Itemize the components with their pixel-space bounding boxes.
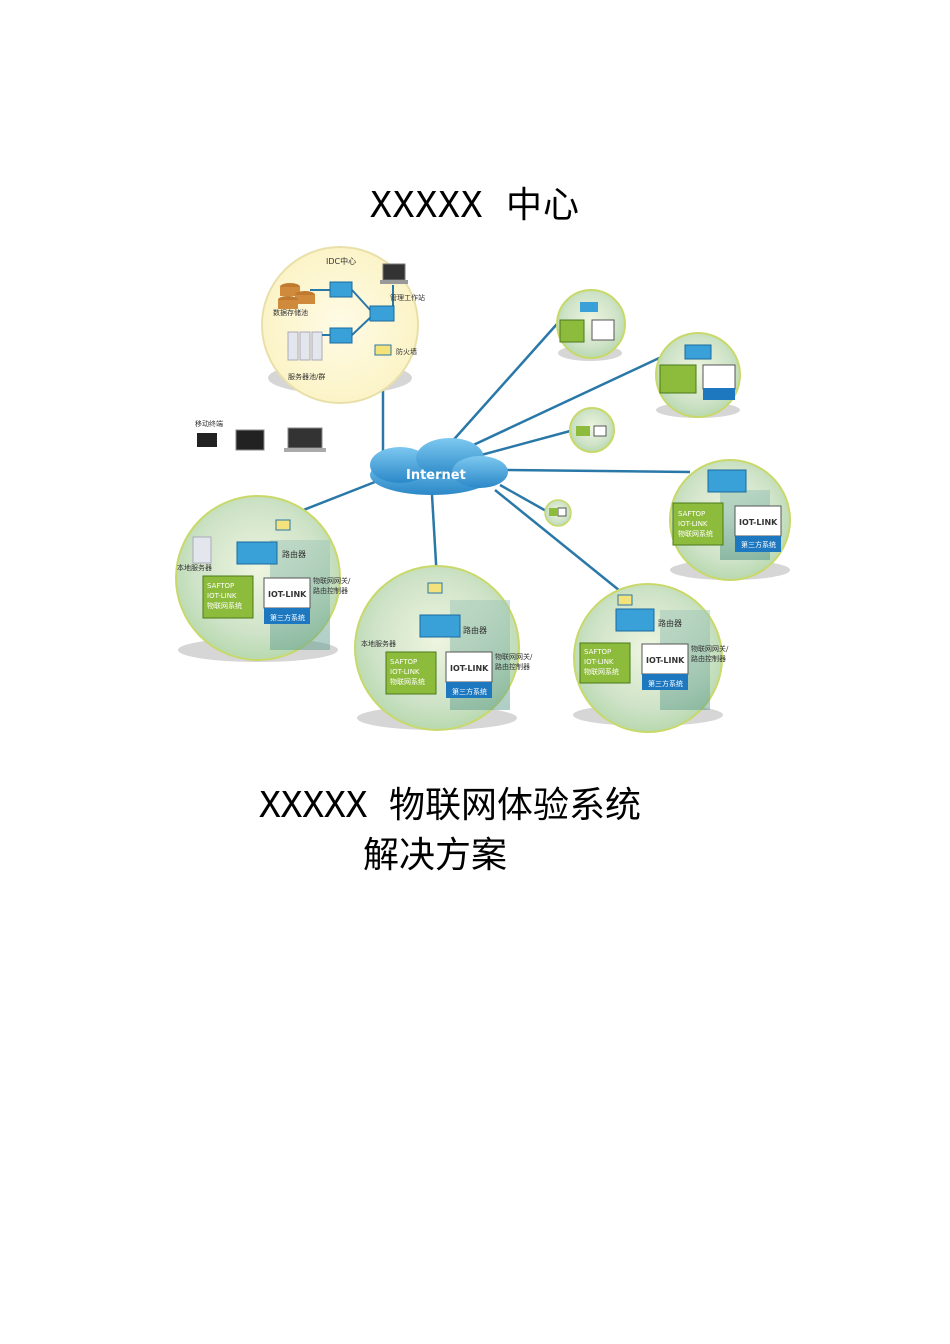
network-links: [282, 314, 691, 596]
document-subtitle-line1: XXXXX 物联网体验系统: [258, 785, 642, 826]
svg-text:路由控制器: 路由控制器: [691, 654, 726, 663]
svg-text:第三方系统: 第三方系统: [452, 687, 487, 696]
mobile-terminals: 移动终端: [195, 419, 326, 452]
idc-center: IDC中心 数据存储池 服务器池/群 管理: [261, 246, 425, 404]
remote-site-small-2: [655, 332, 741, 418]
storage-icon: [278, 283, 315, 309]
local-site-left: 本地服务器 路由器 SAFTOP IOT-LINK 物联网系统 IOT-LINK…: [175, 495, 351, 662]
svg-text:IOT-LINK: IOT-LINK: [390, 668, 420, 676]
storage-label: 数据存储池: [273, 308, 308, 317]
svg-text:物联网网关/: 物联网网关/: [691, 644, 729, 653]
idc-title: IDC中心: [326, 256, 356, 266]
svg-text:IOT-LINK: IOT-LINK: [450, 664, 489, 673]
svg-text:IOT-LINK: IOT-LINK: [739, 518, 778, 527]
iot-network-diagram: IDC中心 数据存储池 服务器池/群 管理: [175, 246, 791, 733]
laptop-icon: [287, 427, 323, 449]
svg-text:SAFTOP: SAFTOP: [390, 658, 417, 666]
idc-switch-2: [329, 327, 353, 344]
svg-text:物联网网关/: 物联网网关/: [495, 652, 533, 661]
svg-text:物联网系统: 物联网系统: [207, 601, 242, 610]
svg-text:SAFTOP: SAFTOP: [584, 648, 611, 656]
svg-text:物联网系统: 物联网系统: [584, 667, 619, 676]
svg-text:SAFTOP: SAFTOP: [207, 582, 234, 590]
firewall-label: 防火墙: [396, 347, 417, 356]
svg-text:IOT-LINK: IOT-LINK: [646, 656, 685, 665]
firewall-icon: [374, 344, 392, 356]
svg-text:路由控制器: 路由控制器: [495, 662, 530, 671]
document-heading: XXXXX 中心: [369, 185, 581, 226]
mobile-terminal-label: 移动终端: [195, 419, 223, 428]
workstation-label: 管理工作站: [390, 293, 425, 302]
idc-switch-1: [329, 281, 353, 298]
svg-text:IOT-LINK: IOT-LINK: [268, 590, 307, 599]
svg-text:本地服务器: 本地服务器: [177, 563, 212, 572]
svg-text:第三方系统: 第三方系统: [648, 679, 683, 688]
tablet-icon: [235, 429, 265, 451]
svg-text:路由器: 路由器: [463, 625, 487, 635]
remote-site-small-1: [556, 289, 626, 361]
svg-text:物联网系统: 物联网系统: [390, 677, 425, 686]
idc-core-switch: [369, 305, 395, 322]
svg-text:本地服务器: 本地服务器: [361, 639, 396, 648]
workstation-icon: [380, 263, 408, 284]
svg-text:第三方系统: 第三方系统: [270, 613, 305, 622]
svg-text:物联网系统: 物联网系统: [678, 529, 713, 538]
svg-text:物联网网关/: 物联网网关/: [313, 576, 351, 585]
internet-label: Internet: [406, 468, 466, 483]
document-subtitle-line2: 解决方案: [362, 835, 507, 876]
remote-site-small-3: [569, 407, 615, 453]
svg-text:IOT-LINK: IOT-LINK: [207, 592, 237, 600]
svg-text:路由器: 路由器: [282, 549, 306, 559]
server-pool-icon: [287, 331, 323, 361]
server-pool-label: 服务器池/群: [288, 372, 325, 381]
svg-text:路由器: 路由器: [658, 618, 682, 628]
internet-cloud: Internet: [370, 438, 508, 495]
local-site-right: 路由器 SAFTOP IOT-LINK 物联网系统 IOT-LINK 第三方系统…: [573, 583, 729, 733]
svg-text:第三方系统: 第三方系统: [741, 540, 776, 549]
phone-icon: [197, 433, 217, 447]
svg-text:IOT-LINK: IOT-LINK: [584, 658, 614, 666]
svg-text:路由控制器: 路由控制器: [313, 586, 348, 595]
svg-text:IOT-LINK: IOT-LINK: [678, 520, 708, 528]
local-site-center: 路由器 本地服务器 SAFTOP IOT-LINK 物联网系统 IOT-LINK…: [354, 565, 533, 731]
remote-site-tiny: [544, 499, 572, 527]
svg-text:SAFTOP: SAFTOP: [678, 510, 705, 518]
remote-site-medium: SAFTOP IOT-LINK 物联网系统 IOT-LINK 第三方系统: [669, 459, 791, 581]
